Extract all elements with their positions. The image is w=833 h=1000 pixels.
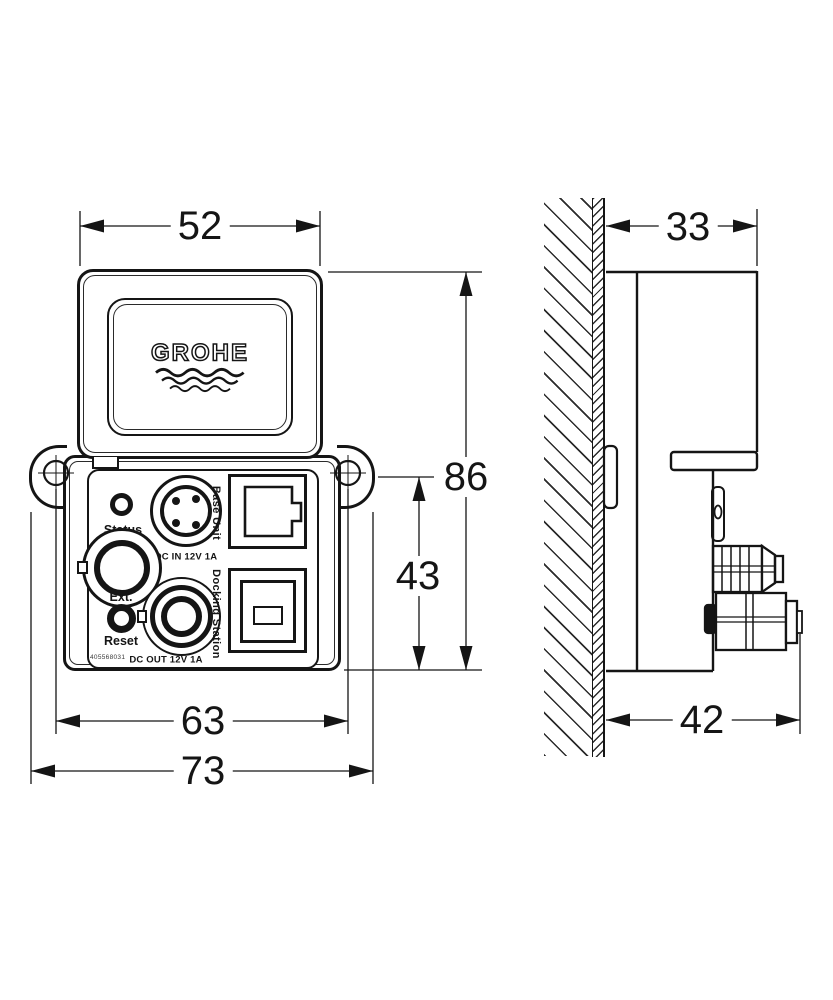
side-bracket-tab xyxy=(711,486,725,542)
dc-out-notch xyxy=(137,610,147,623)
dc-out-label: DC OUT 12V 1A xyxy=(129,654,203,666)
dim-front-lower-height: 43 xyxy=(388,556,448,596)
grohe-logo: GROHE xyxy=(150,339,249,393)
knob-notch xyxy=(77,561,88,574)
dc-in-pin xyxy=(192,495,200,503)
dim-front-top-width: 52 xyxy=(170,206,230,246)
dc-in-pin xyxy=(172,497,180,505)
dim-hole-spacing: 63 xyxy=(173,701,233,741)
mounting-ear-right xyxy=(337,445,375,509)
dc-in-pin xyxy=(192,521,200,529)
screen: GROHE xyxy=(107,298,293,436)
dim-side-depth-body: 33 xyxy=(658,207,718,247)
lower-connector xyxy=(703,591,803,652)
dc-in-pin xyxy=(172,519,180,527)
dim-side-depth-total: 42 xyxy=(672,700,732,740)
lid-notch xyxy=(92,457,119,469)
dc-out-connector-inner xyxy=(161,596,202,637)
reset-button xyxy=(107,604,136,633)
part-number: 405568031 xyxy=(90,654,126,661)
docking-station-label: Docking Station xyxy=(210,569,222,659)
base-unit-label: Base Unit xyxy=(210,485,222,541)
side-mounting-ear xyxy=(602,444,619,510)
knob-inner xyxy=(94,540,150,596)
dc-in-connector-inner xyxy=(160,485,212,537)
side-body xyxy=(606,270,759,673)
ext-label: Ext. xyxy=(109,590,133,604)
grohe-logo-text: GROHE xyxy=(151,340,249,367)
status-led xyxy=(110,493,133,516)
dc-in-label: DC IN 12V 1A xyxy=(154,551,218,563)
wall-hatch xyxy=(544,198,592,756)
dim-front-height: 86 xyxy=(436,457,496,497)
reset-label: Reset xyxy=(103,634,139,648)
upper-connector xyxy=(711,543,785,595)
base-unit-port xyxy=(228,474,307,549)
docking-station-slot xyxy=(253,606,283,625)
mounting-ear-left xyxy=(29,445,67,509)
grohe-wave-icon xyxy=(155,367,245,393)
dim-front-width: 73 xyxy=(173,751,233,791)
wall-surface-band xyxy=(592,198,605,757)
